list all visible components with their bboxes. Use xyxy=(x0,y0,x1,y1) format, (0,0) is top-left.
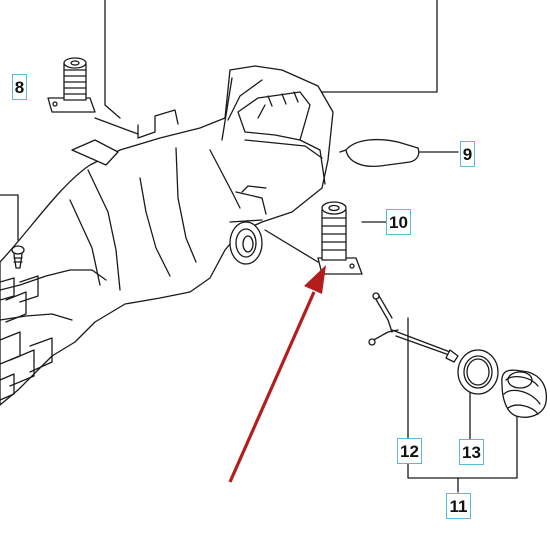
callout-9[interactable]: 9 xyxy=(460,141,475,167)
leader-lines xyxy=(0,0,518,493)
handle-housing xyxy=(0,65,334,406)
callout-13[interactable]: 13 xyxy=(459,439,484,465)
callout-12[interactable]: 12 xyxy=(397,438,422,464)
screw-left xyxy=(11,245,25,269)
grip-9 xyxy=(339,138,420,168)
grill-slots xyxy=(0,275,53,401)
callout-8[interactable]: 8 xyxy=(12,74,27,100)
fuel-cap-11 xyxy=(501,369,548,418)
filler-boss xyxy=(229,219,263,265)
spring-10 xyxy=(317,201,363,275)
callout-10[interactable]: 10 xyxy=(386,209,411,235)
fuel-filter-12 xyxy=(368,292,459,363)
callout-11[interactable]: 11 xyxy=(446,493,471,519)
red-arrow xyxy=(228,265,326,483)
spring-8 xyxy=(47,57,96,113)
seal-ring-13 xyxy=(457,349,499,395)
